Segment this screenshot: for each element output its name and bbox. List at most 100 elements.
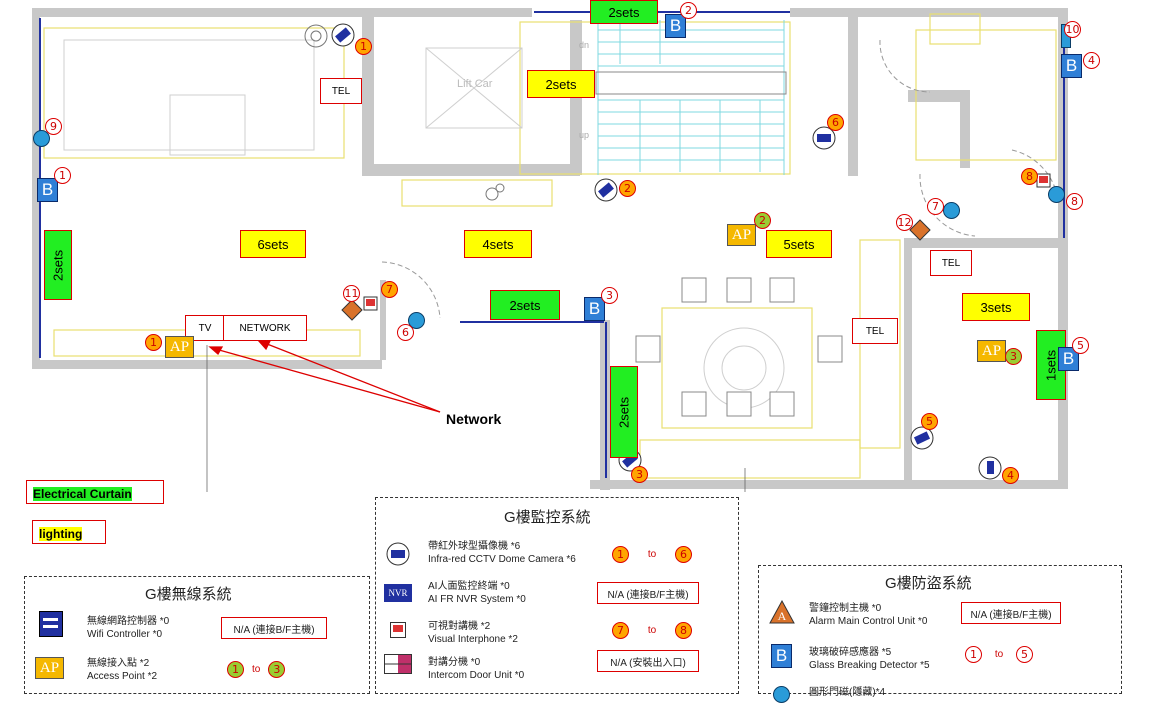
door-contact-icon bbox=[33, 130, 50, 147]
intercom-door-unit-icon bbox=[384, 654, 412, 674]
number-badge: 6 bbox=[827, 114, 844, 131]
stair-up-label: up bbox=[579, 130, 590, 140]
glass-breaker-icon: B bbox=[665, 14, 686, 38]
access-point-en: Access Point *2 bbox=[87, 671, 158, 682]
door-contact-icon bbox=[773, 686, 790, 703]
range-to: to bbox=[252, 664, 261, 675]
number-badge: 7 bbox=[381, 281, 398, 298]
lighting-label: 3sets bbox=[962, 293, 1030, 321]
alarm-unit-en: Alarm Main Control Unit *0 bbox=[809, 616, 928, 627]
glass-breaker-zh: 玻璃破碎感應器 *5 bbox=[809, 647, 892, 658]
wifi-controller-zh: 無線網路控制器 *0 bbox=[87, 616, 170, 627]
number-badge: 2 bbox=[619, 180, 636, 197]
number-badge: 1 bbox=[355, 38, 372, 55]
wifi-controller-text: 無線網路控制器 *0 Wifi Controller *0 bbox=[87, 615, 169, 641]
visual-interphone-icons bbox=[363, 173, 1051, 311]
glass-breaker-icon: B bbox=[1058, 347, 1079, 371]
intercom-zh: 對講分機 *0 bbox=[428, 657, 481, 668]
interphone-zh: 可視對講機 *2 bbox=[428, 621, 491, 632]
visual-interphone-icon bbox=[390, 622, 406, 638]
wifi-controller-en: Wifi Controller *0 bbox=[87, 629, 163, 640]
door-contact-icon bbox=[408, 312, 425, 329]
nvr-en: AI FR NVR System *0 bbox=[428, 594, 526, 605]
tel-box: TEL bbox=[320, 78, 362, 104]
wireless-legend-title: G樓無線系統 bbox=[145, 586, 232, 603]
tel-box: TEL bbox=[852, 318, 898, 344]
door-contact-icon bbox=[943, 202, 960, 219]
network-callout: Network bbox=[446, 411, 502, 427]
nvr-text: AI人面監控終端 *0 AI FR NVR System *0 bbox=[428, 580, 526, 606]
number-badge: 2 bbox=[680, 2, 697, 19]
curtain-label: 2sets bbox=[44, 230, 72, 300]
number-badge: 8 bbox=[1066, 193, 1083, 210]
number-badge: 11 bbox=[343, 285, 360, 302]
glass-breaker-text: 玻璃破碎感應器 *5 Glass Breaking Detector *5 bbox=[809, 646, 930, 672]
glass-breaker-icon: B bbox=[584, 297, 605, 321]
alarm-symbol: A bbox=[778, 609, 787, 623]
number-badge: 3 bbox=[268, 661, 286, 678]
stair-down-label: dn bbox=[579, 40, 590, 50]
intercom-text: 對講分機 *0 Intercom Door Unit *0 bbox=[428, 656, 524, 682]
number-badge: 1 bbox=[145, 334, 162, 351]
lighting-label: 5sets bbox=[766, 230, 832, 258]
alarm-control-unit-icon: A bbox=[769, 600, 795, 624]
number-badge: 10 bbox=[1064, 21, 1081, 38]
cctv-camera-zh: 帶紅外球型攝像機 *6 bbox=[428, 541, 521, 552]
key-lighting: lighting bbox=[32, 520, 106, 544]
number-badge: 3 bbox=[631, 466, 648, 483]
number-badge: 1 bbox=[54, 167, 71, 184]
wifi-controller-icon bbox=[39, 611, 63, 637]
key-electrical-curtain-label: Electrical Curtain bbox=[33, 487, 132, 501]
range-to: to bbox=[647, 549, 657, 560]
number-badge: 3 bbox=[1005, 348, 1022, 365]
number-badge: 2 bbox=[754, 212, 771, 229]
lighting-label: 2sets bbox=[527, 70, 595, 98]
number-badge: 8 bbox=[1021, 168, 1038, 185]
nvr-note: N/A (連接B/F主機) bbox=[597, 582, 699, 604]
cctv-legend-title: G樓監控系統 bbox=[504, 509, 591, 526]
wifi-controller-note: N/A (連接B/F主機) bbox=[221, 617, 327, 639]
number-badge: 5 bbox=[1072, 337, 1089, 354]
number-badge: 7 bbox=[927, 198, 944, 215]
interphone-en: Visual Interphone *2 bbox=[428, 634, 518, 645]
lighting-label: 4sets bbox=[464, 230, 532, 258]
range-to: to bbox=[647, 625, 657, 636]
glass-breaker-en: Glass Breaking Detector *5 bbox=[809, 660, 930, 671]
number-badge: 3 bbox=[601, 287, 618, 304]
number-badge: 4 bbox=[1083, 52, 1100, 69]
alarm-unit-text: 警鐘控制主機 *0 Alarm Main Control Unit *0 bbox=[809, 602, 927, 628]
alarm-unit-zh: 警鐘控制主機 *0 bbox=[809, 603, 882, 614]
door-contact-icon bbox=[1048, 186, 1065, 203]
alarm-legend: G樓防盜系統 A 警鐘控制主機 *0 Alarm Main Control Un… bbox=[758, 565, 1122, 703]
curtain-label: 2sets bbox=[490, 290, 560, 320]
interphone-range: 7 to 8 bbox=[612, 622, 692, 639]
access-point-text: 無線接入點 *2 Access Point *2 bbox=[87, 657, 157, 683]
lighting-label: 6sets bbox=[240, 230, 306, 258]
tel-box: TEL bbox=[930, 250, 972, 276]
key-electrical-curtain: Electrical Curtain bbox=[26, 480, 164, 504]
number-badge: 9 bbox=[45, 118, 62, 135]
number-badge: 12 bbox=[896, 214, 913, 231]
access-point-icon: AP bbox=[727, 224, 756, 246]
alarm-unit-icons bbox=[341, 219, 931, 321]
cctv-camera-icons bbox=[331, 23, 1002, 480]
number-badge: 6 bbox=[675, 546, 692, 563]
cctv-camera-text: 帶紅外球型攝像機 *6 Infra-red CCTV Dome Camera *… bbox=[428, 540, 576, 566]
range-to: to bbox=[994, 649, 1004, 660]
number-badge: 6 bbox=[397, 324, 414, 341]
network-arrows bbox=[208, 339, 441, 413]
interphone-text: 可視對講機 *2 Visual Interphone *2 bbox=[428, 620, 518, 646]
glass-breaker-range: 1 to 5 bbox=[965, 646, 1033, 663]
curtain-label: 2sets bbox=[610, 366, 638, 458]
number-badge: 7 bbox=[612, 622, 629, 639]
nvr-zh: AI人面監控終端 *0 bbox=[428, 581, 510, 592]
cctv-legend: G樓監控系統 帶紅外球型攝像機 *6 Infra-red CCTV Dome C… bbox=[375, 497, 739, 694]
lift-car-label: Lift Car bbox=[457, 78, 493, 90]
glass-breaker-icon: B bbox=[1061, 54, 1082, 78]
cctv-camera-en: Infra-red CCTV Dome Camera *6 bbox=[428, 554, 576, 565]
access-point-icon: AP bbox=[35, 657, 64, 679]
nvr-icon: NVR bbox=[384, 584, 412, 602]
door-contact-text: 圓形門磁(隱藏)*4 bbox=[809, 687, 886, 698]
glass-breaker-icon: B bbox=[771, 644, 792, 668]
number-badge: 8 bbox=[675, 622, 692, 639]
